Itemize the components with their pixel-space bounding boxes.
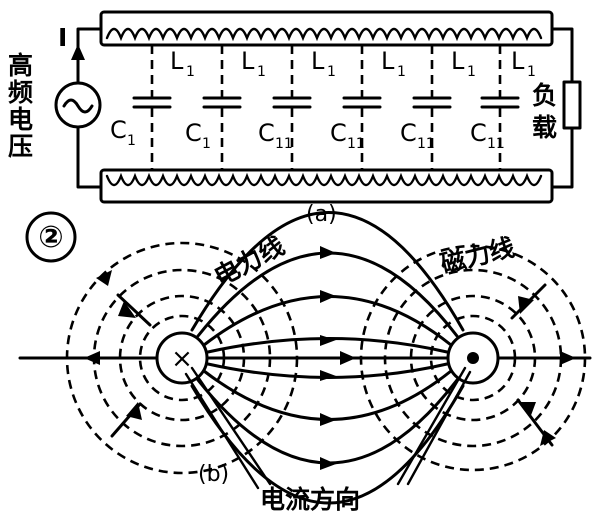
inductor-label-0: L [170, 47, 184, 75]
label-b: (b) [198, 462, 229, 487]
source-label-char-0: 高 [8, 51, 33, 80]
capacitor-subscript-1: 1 [202, 136, 211, 152]
capacitor-subscript-4: 11 [417, 136, 435, 152]
inductor-label-3: L [381, 47, 395, 75]
load-lower-wire [550, 126, 574, 189]
source-label-char-1: 频 [8, 78, 33, 107]
field-direction-strokes [110, 283, 554, 447]
equivalent-circuit: I 高 频 电 压 负 载 [8, 10, 582, 204]
hf-voltage-source [54, 27, 103, 189]
source-label-char-3: 压 [8, 132, 33, 161]
capacitor-label-2: C [258, 119, 275, 147]
capacitor-branches [132, 45, 520, 170]
lower-inductor-coils [105, 172, 543, 187]
inductor-subscript-2: 1 [327, 64, 336, 80]
inductor-subscript-3: 1 [397, 64, 406, 80]
capacitor-label-5: C [470, 119, 487, 147]
figure-number-circle [25, 211, 77, 263]
capacitor-label-1: C [185, 119, 202, 147]
ac-source-circle [54, 81, 102, 129]
capacitor-branch [342, 45, 382, 170]
load-label-char-0: 负 [532, 81, 557, 110]
load-upper-wire [550, 27, 574, 84]
capacitor-subscript-0: 1 [127, 133, 136, 149]
current-arrow-icon [71, 44, 85, 60]
load-label-char-1: 载 [532, 113, 557, 142]
inductor-subscript-4: 1 [467, 64, 476, 80]
label-a: (a) [306, 202, 337, 227]
capacitor-branch [480, 45, 520, 170]
magnetic-field-label: 磁力线 [437, 232, 517, 278]
capacitor-subscript-2: 11 [275, 136, 293, 152]
capacitor-label-0: C [110, 116, 127, 144]
right-conductor-dot-icon [467, 352, 479, 364]
field-pattern: ② [18, 202, 592, 514]
electric-field-arrows [84, 246, 576, 470]
inductor-subscript-0: 1 [186, 64, 195, 80]
upper-inductor-coils [105, 27, 543, 42]
capacitor-subscript-5: 11 [487, 136, 505, 152]
inductor-label-5: L [511, 47, 525, 75]
source-lower-wire [76, 126, 103, 189]
capacitor-branch [412, 45, 452, 170]
source-label-char-2: 电 [8, 105, 33, 134]
left-conductor-cross-icon: × [171, 344, 193, 374]
capacitor-branch [202, 45, 242, 170]
inductor-label-1: L [241, 47, 255, 75]
current-direction-leaders [184, 366, 472, 490]
load-resistor-body [562, 80, 582, 130]
capacitor-branch [272, 45, 312, 170]
capacitor-label-3: C [330, 119, 347, 147]
capacitor-subscript-3: 11 [347, 136, 365, 152]
inductor-subscript-5: 1 [527, 64, 536, 80]
figure-number: ② [38, 220, 63, 255]
inductor-subscript-1: 1 [257, 64, 266, 80]
inductor-label-2: L [311, 47, 325, 75]
load-resistor [550, 27, 582, 189]
capacitor-branch [132, 45, 172, 170]
ac-sine-icon [62, 98, 94, 114]
inductor-label-4: L [451, 47, 465, 75]
current-direction-label: 电流方向 [260, 485, 360, 514]
current-label: I [58, 23, 67, 52]
capacitor-label-4: C [400, 119, 417, 147]
